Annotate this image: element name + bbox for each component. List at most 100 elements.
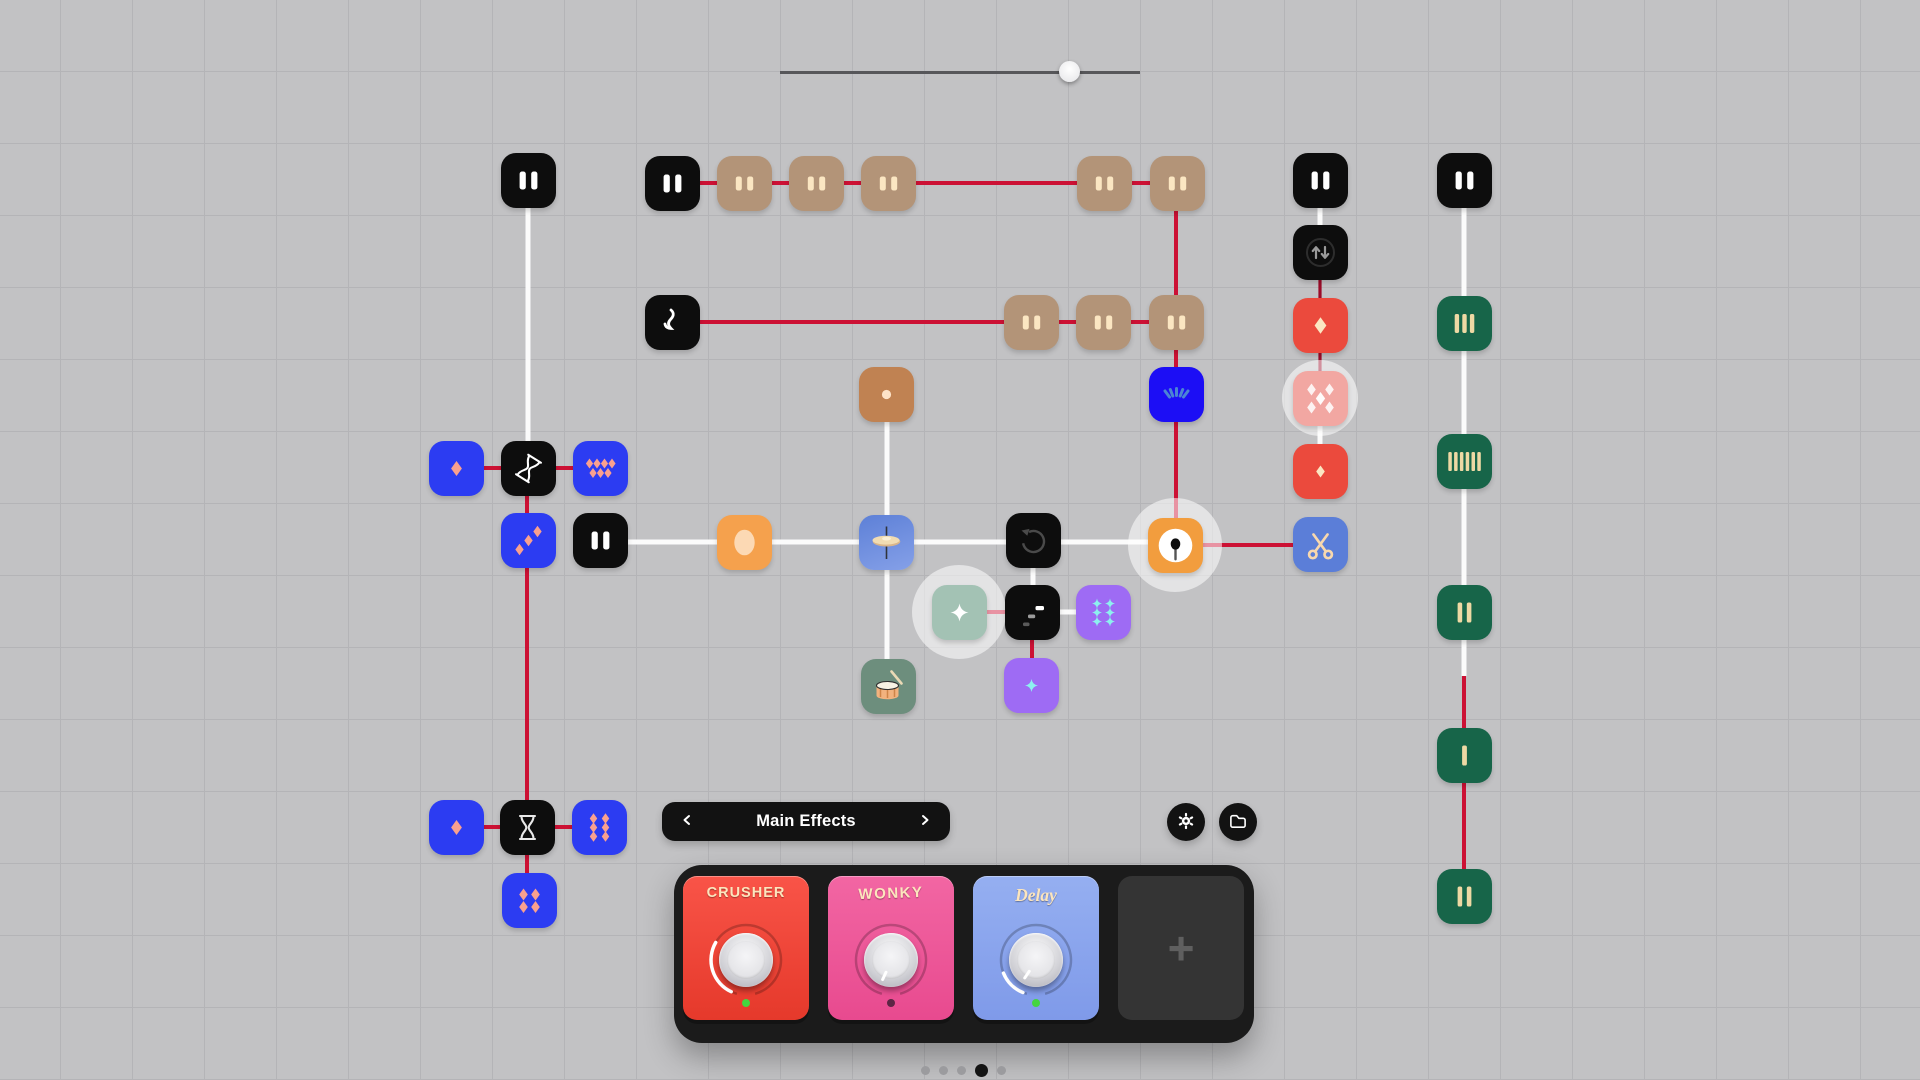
blue-diamonds-4-node[interactable] [501,872,557,928]
step-node-3[interactable] [860,155,916,211]
purple-sparkle-node[interactable] [1003,657,1059,713]
red-diamond-node-1[interactable] [1292,297,1348,353]
bars-3-icon [1454,313,1474,333]
strum-icon [1163,386,1189,398]
effect-knob[interactable] [1009,933,1063,987]
gear-icon [1177,812,1195,833]
step-node-8[interactable] [1148,294,1204,350]
settings-button[interactable] [1167,803,1205,841]
pause-icon [1455,171,1473,189]
effect-knob[interactable] [719,933,773,987]
drum-icon [875,669,903,699]
step-node-6[interactable] [1003,294,1059,350]
step-pair-icon [1168,176,1186,190]
blue-diamond-node-2[interactable] [428,799,484,855]
step-node-2[interactable] [788,155,844,211]
scissors-node[interactable] [1292,516,1348,572]
timeline-slider-track[interactable] [780,71,1140,74]
step-pair-icon [879,176,897,190]
bars-1-icon [1461,745,1467,765]
pin-node[interactable] [1147,517,1203,573]
step-node-7[interactable] [1075,294,1131,350]
diamond-7-icon [585,458,616,478]
step-pair-icon [1022,315,1040,329]
step-node-5[interactable] [1149,155,1205,211]
effect-name-label: WONKY [858,883,924,904]
effect-name-label: Delay [1015,885,1057,905]
pause-node-4[interactable] [1436,152,1492,208]
hourglass-node[interactable] [499,799,555,855]
pin-icon [1158,528,1192,562]
folder-icon [1229,813,1247,832]
plus-icon: + [1167,922,1195,974]
effects-next-button[interactable] [910,807,940,837]
timeline-slider-knob[interactable] [1059,61,1080,82]
bars-node-6[interactable] [1436,433,1492,489]
cymbal-node[interactable] [858,514,914,570]
chevron-left-icon [680,813,694,830]
step-node-1[interactable] [716,155,772,211]
page-dot-1[interactable] [921,1065,930,1075]
pause-icon [663,174,681,192]
dash-pattern-node[interactable] [1004,584,1060,640]
drum-node[interactable] [860,658,916,714]
pause-node-2[interactable] [644,155,700,211]
page-dot-4[interactable] [975,1063,988,1077]
step-pair-icon [735,176,753,190]
sparkle-6-icon [1091,598,1115,626]
effect-led [742,999,750,1007]
chevron-right-icon [918,813,932,830]
tilted-hourglass-icon [514,453,542,483]
dot-icon [881,389,891,399]
blue-diamonds-6-node[interactable] [571,799,627,855]
effect-card-wonky[interactable]: WONKY [828,876,954,1020]
effect-knob[interactable] [864,933,918,987]
add-effect-card[interactable]: + [1118,876,1244,1020]
page-dot-2[interactable] [939,1065,948,1075]
diamond-cream-icon [1314,316,1326,334]
step-pair-icon [807,176,825,190]
diamond-4-icon [518,888,540,913]
pause-node-3[interactable] [1292,152,1348,208]
bars-2-icon [1457,602,1471,622]
step-node-4[interactable] [1076,155,1132,211]
blue-diamond-node-1[interactable] [428,440,484,496]
pause-node-5[interactable] [572,512,628,568]
bars-node-3[interactable] [1436,295,1492,351]
pause-icon [519,171,537,189]
tilted-hourglass-node[interactable] [500,440,556,496]
diamond-6-icon [589,812,609,842]
rest-icon [663,308,675,330]
bars-node-2a[interactable] [1436,584,1492,640]
pause-node-1[interactable] [500,152,556,208]
egg-node[interactable] [716,514,772,570]
blue-diamonds-7-node[interactable] [572,440,628,496]
effect-card-delay[interactable]: Delay [973,876,1099,1020]
bars-node-1[interactable] [1436,727,1492,783]
red-diamond-node-2[interactable] [1292,443,1348,499]
library-button[interactable] [1219,803,1257,841]
bars-6-icon [1447,451,1481,471]
purple-sparkles-node[interactable] [1075,584,1131,640]
rotate-node[interactable] [1005,512,1061,568]
pink-diamonds-node[interactable] [1292,370,1348,426]
page-dot-3[interactable] [957,1065,966,1075]
scissors-icon [1307,532,1333,560]
rotate-ccw-icon [1021,528,1045,553]
swap-icon [1305,237,1335,267]
sparkle-1-icon [1024,678,1038,692]
swap-node[interactable] [1292,224,1348,280]
rest-node[interactable] [644,294,700,350]
effect-name-label: CRUSHER [706,885,786,901]
effect-card-crusher[interactable]: CRUSHER [683,876,809,1020]
teal-sparkle-node[interactable] [931,584,987,640]
bars-node-2b[interactable] [1436,868,1492,924]
dot-node[interactable] [858,366,914,422]
effects-prev-button[interactable] [672,807,702,837]
step-pair-icon [1167,315,1185,329]
effect-led [887,999,895,1007]
page-dot-5[interactable] [997,1065,1006,1075]
strum-node[interactable] [1148,366,1204,422]
blue-diamonds-3-node[interactable] [500,512,556,568]
